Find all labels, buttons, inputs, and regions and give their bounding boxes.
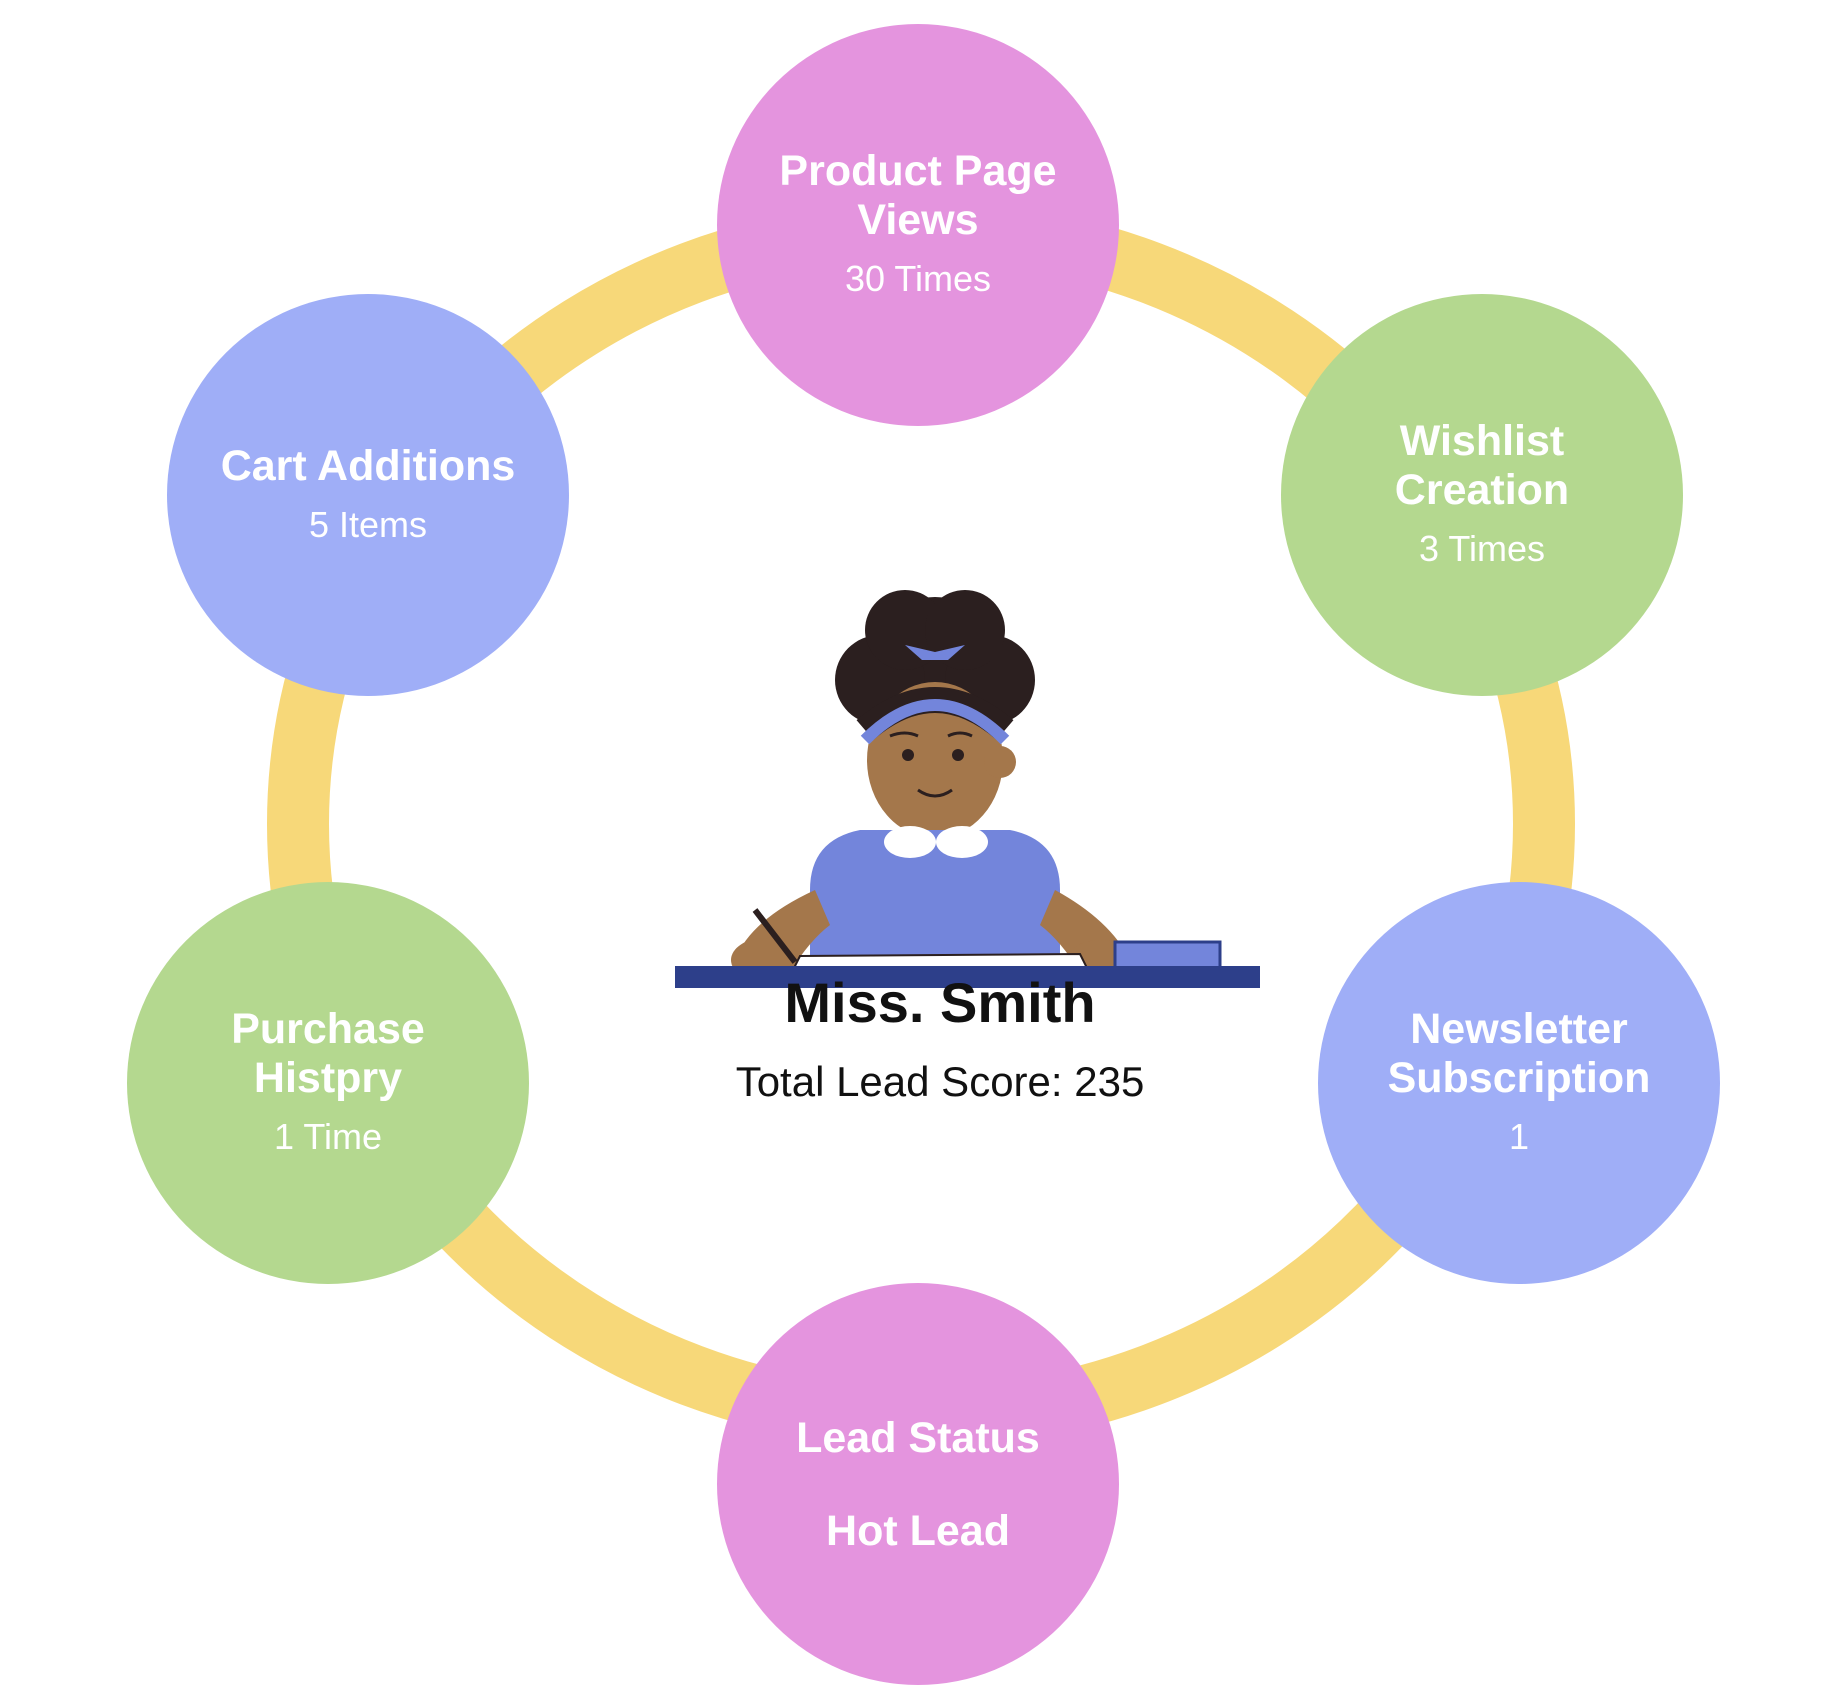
node-value: 1	[1508, 1116, 1530, 1157]
student-illustration	[675, 590, 1260, 988]
node-newsletter-subscription: Newsletter Subscription 1	[1318, 882, 1720, 1284]
node-title: Wishlist Creation	[1394, 417, 1570, 514]
node-product-page-views: Product Page Views 30 Times	[717, 24, 1119, 426]
node-title: Product Page Views	[779, 147, 1057, 244]
node-value: 1 Time	[273, 1116, 383, 1157]
node-value: 5 Items	[308, 503, 428, 545]
node-title: Lead Status	[796, 1413, 1040, 1462]
node-lead-status: Lead Status Hot Lead	[717, 1283, 1119, 1685]
person-name: Miss. Smith	[784, 971, 1096, 1034]
node-title: Purchase Histpry	[231, 1005, 425, 1102]
node-title: Newsletter Subscription	[1387, 1005, 1651, 1102]
node-value: 30 Times	[844, 258, 992, 299]
node-purchase-history: Purchase Histpry 1 Time	[127, 882, 529, 1284]
total-lead-score: Total Lead Score: 235	[735, 1058, 1145, 1105]
node-cart-additions: Cart Additions 5 Items	[167, 294, 569, 696]
node-value: Hot Lead	[826, 1506, 1010, 1555]
node-value: 3 Times	[1418, 528, 1546, 569]
node-wishlist-creation: Wishlist Creation 3 Times	[1281, 294, 1683, 696]
node-title: Cart Additions	[220, 441, 516, 490]
